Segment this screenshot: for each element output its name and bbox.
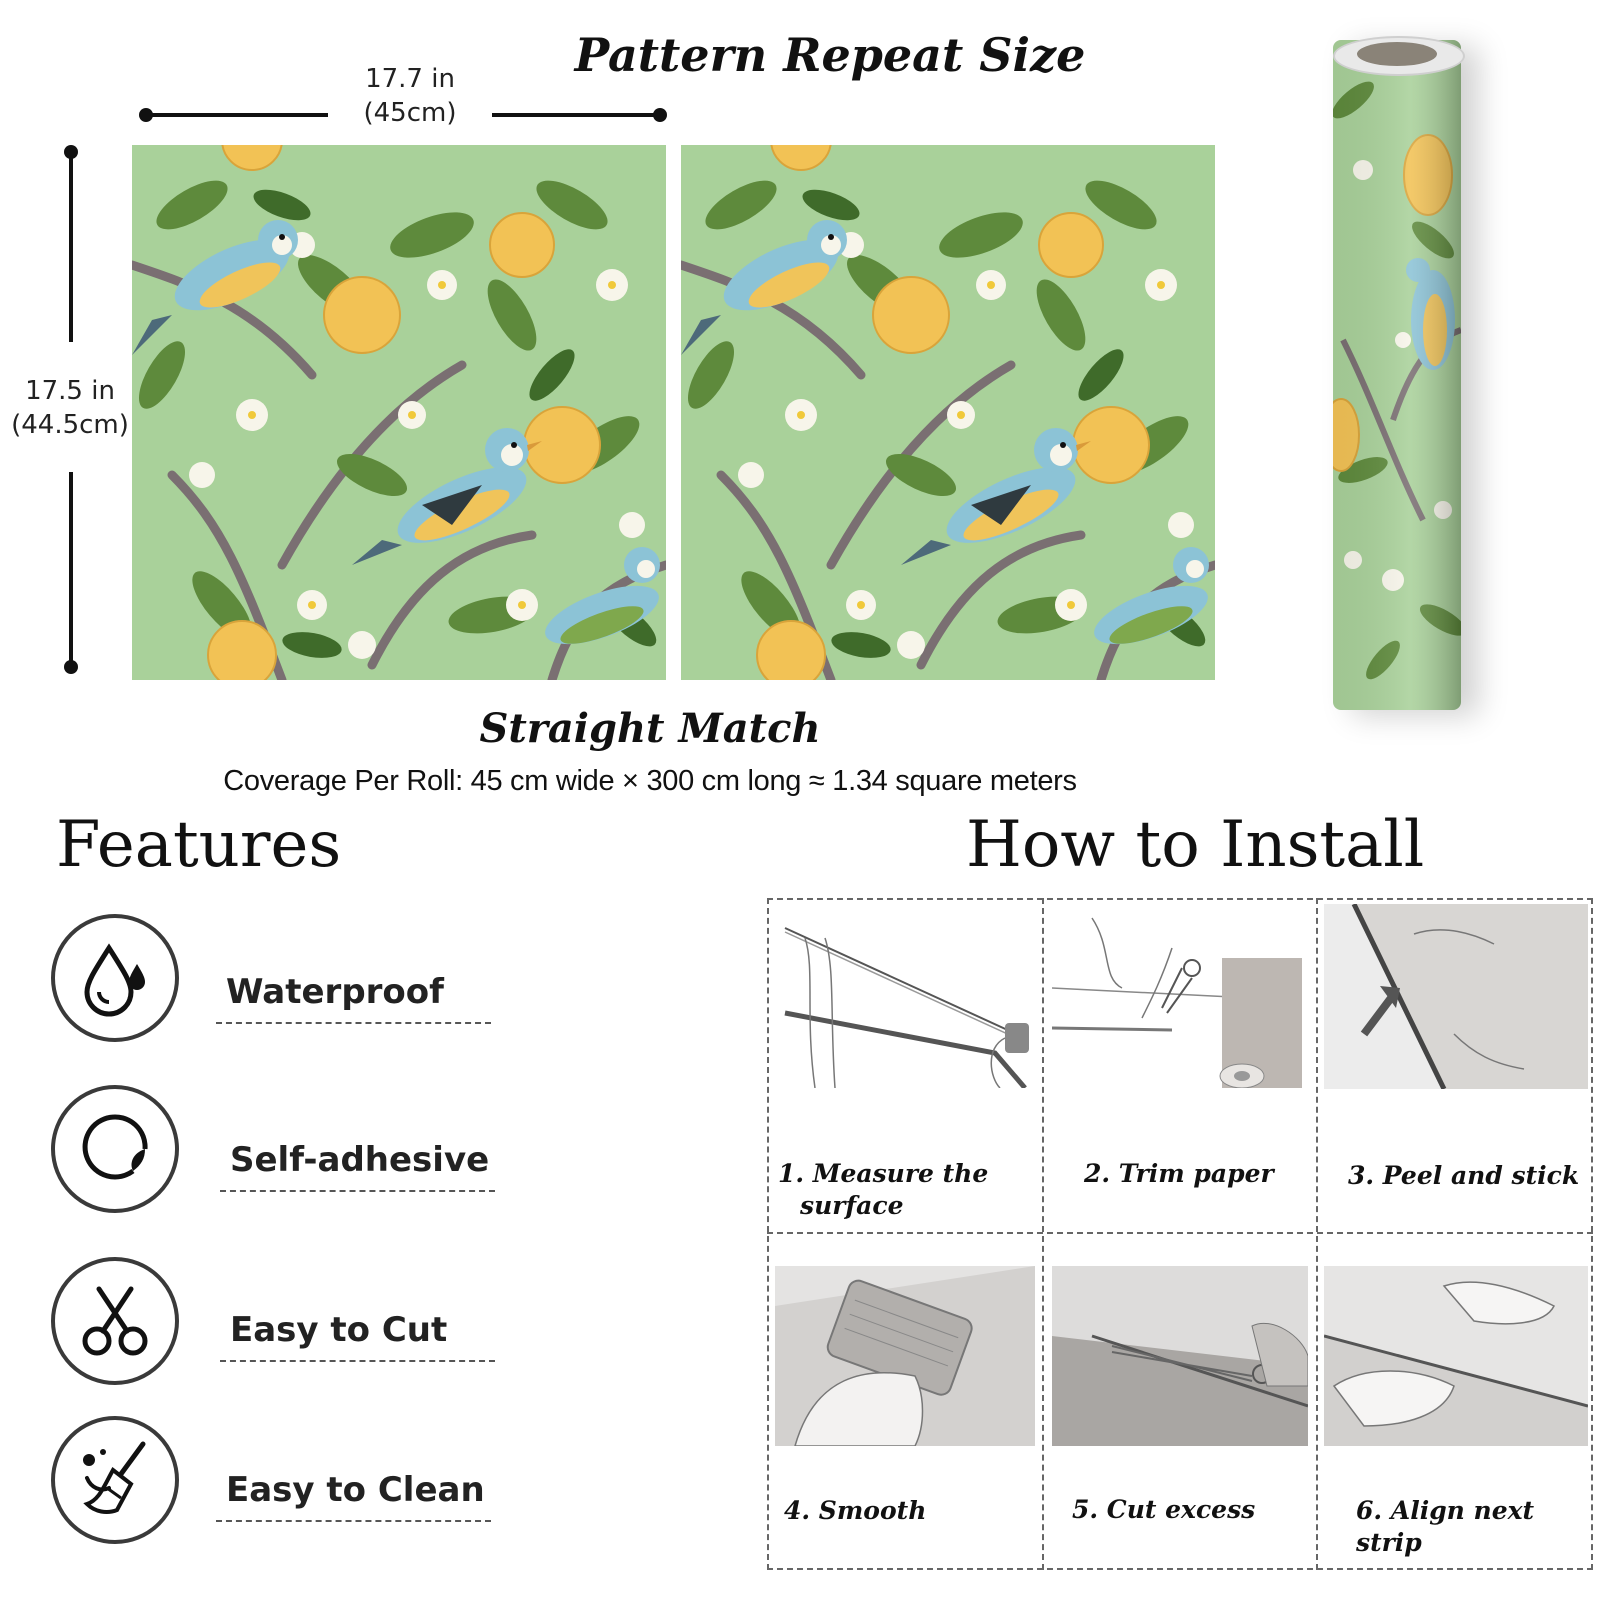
scissors-icon: [82, 1286, 148, 1356]
roll-pattern: [1333, 40, 1461, 710]
feature-label-easy-to-clean: Easy to Clean: [216, 1470, 491, 1522]
floral-pattern-image: [132, 145, 666, 680]
width-dimension-line-left: [146, 113, 328, 117]
easy-to-cut-icon-circle: [51, 1257, 179, 1385]
step-1-label-line1: 1. Measure the: [778, 1159, 989, 1188]
wallpaper-roll-image: [1333, 40, 1461, 710]
width-inches: 17.7 in: [365, 64, 455, 94]
coverage-text: Coverage Per Roll: 45 cm wide × 300 cm l…: [223, 765, 1077, 797]
feature-label-easy-to-cut: Easy to Cut: [220, 1310, 495, 1362]
feature-label-self-adhesive: Self-adhesive: [220, 1140, 495, 1192]
step-1-label-line2: surface: [800, 1191, 904, 1220]
step-1-measure-illustration: [775, 908, 1035, 1088]
step-2-label: 2. Trim paper: [1084, 1159, 1274, 1188]
grid-divider-horizontal: [767, 1232, 1593, 1234]
broom-icon: [83, 1441, 146, 1514]
width-dimension-label: 17.7 in (45cm): [340, 62, 480, 130]
match-type-label: Straight Match: [479, 705, 821, 752]
step-5-cut-excess-illustration: [1052, 1266, 1308, 1446]
width-dimension-line-right: [492, 113, 660, 117]
pattern-swatch-left: [132, 145, 666, 680]
peel-sticker-icon: [82, 1114, 148, 1180]
floral-pattern-image: [681, 145, 1215, 680]
step-4-smooth-illustration: [775, 1266, 1035, 1446]
width-cm: (45cm): [363, 98, 457, 128]
step-3-peel-illustration: [1324, 904, 1588, 1089]
step-6-label: 6. Align next strip: [1356, 1496, 1535, 1557]
pattern-swatch-right: [681, 145, 1215, 680]
step-5-label: 5. Cut excess: [1072, 1495, 1256, 1524]
install-heading: How to Install: [966, 808, 1425, 882]
grid-divider-vertical-1: [1042, 898, 1044, 1570]
height-dimension-line-bottom: [69, 472, 73, 662]
self-adhesive-icon-circle: [51, 1085, 179, 1213]
waterproof-icon-circle: [51, 914, 179, 1042]
grid-divider-vertical-2: [1316, 898, 1318, 1570]
height-dimension-line-top: [69, 152, 73, 342]
step-3-label: 3. Peel and stick: [1348, 1161, 1580, 1190]
features-heading: Features: [56, 808, 342, 882]
step-6-align-illustration: [1324, 1266, 1588, 1446]
dimension-dot-bottom: [64, 660, 78, 674]
feature-label-waterproof: Waterproof: [216, 972, 491, 1024]
install-steps-grid: [767, 898, 1593, 1570]
easy-to-clean-icon-circle: [51, 1416, 179, 1544]
step-4-label: 4. Smooth: [784, 1496, 927, 1525]
height-cm: (44.5cm): [11, 410, 129, 440]
step-2-trim-illustration: [1052, 908, 1308, 1088]
step-1-label: 1. Measure the surface: [778, 1158, 988, 1222]
height-inches: 17.5 in: [25, 376, 115, 406]
page-title: Pattern Repeat Size: [574, 28, 1086, 82]
height-dimension-label: 17.5 in (44.5cm): [8, 374, 132, 442]
water-drops-icon: [84, 943, 145, 1017]
dimension-dot-right: [653, 108, 667, 122]
roll-core-hole: [1357, 42, 1437, 66]
